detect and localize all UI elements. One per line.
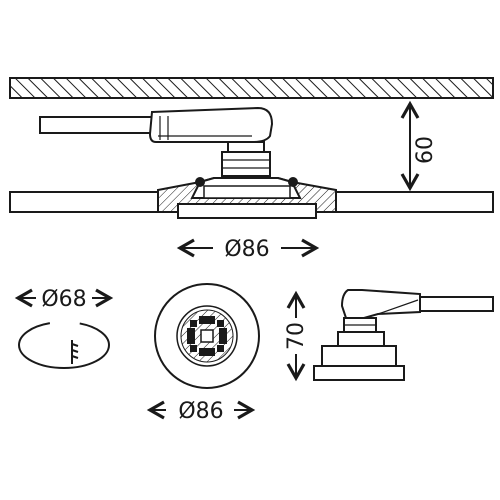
mounted-lamp-side-view — [9, 106, 494, 219]
flange-diameter-side-label: Ø86 — [224, 237, 269, 262]
lamp-housing — [157, 177, 337, 219]
height-dimension-70: 70 — [283, 290, 309, 382]
flange-diameter-dimension-side: Ø86 — [176, 234, 320, 262]
hole-diameter-label: Ø68 — [41, 287, 86, 312]
ceiling-slab — [9, 77, 494, 99]
lamp-unit-side-view — [313, 289, 494, 381]
terminal-block — [148, 106, 274, 143]
height-unit-label: 70 — [284, 322, 309, 350]
saw-icon — [71, 340, 79, 364]
flange-diameter-front-label: Ø86 — [178, 399, 223, 424]
lamp-front-view — [154, 283, 260, 389]
flange-diameter-dimension-front: Ø86 — [146, 396, 256, 424]
ceiling-cutout: Ø68 — [14, 285, 114, 369]
led-array-icon — [180, 309, 234, 363]
height-dimension-60: 60 — [400, 100, 438, 192]
lamp-socket — [221, 141, 271, 177]
power-cable — [39, 116, 156, 134]
height-mounted-label: 60 — [413, 136, 438, 164]
